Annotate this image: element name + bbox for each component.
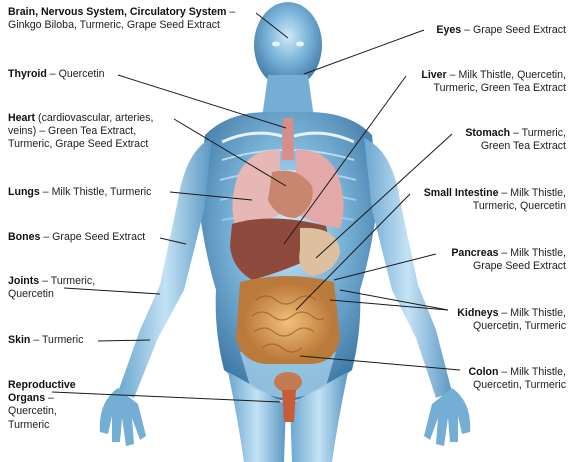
label-thyroid: Thyroid – Quercetin xyxy=(8,68,105,81)
label-stomach: Stomach – Turmeric, Green Tea Extract xyxy=(446,127,566,153)
label-colon: Colon – Milk Thistle, Quercetin, Turmeri… xyxy=(456,366,566,392)
label-small-intestine: Small Intestine – Milk Thistle, Turmeric… xyxy=(406,187,566,213)
label-brain: Brain, Nervous System, Circulatory Syste… xyxy=(8,6,235,32)
label-pancreas: Pancreas – Milk Thistle, Grape Seed Extr… xyxy=(434,247,566,273)
label-eyes: Eyes – Grape Seed Extract xyxy=(436,24,566,37)
label-kidneys: Kidneys – Milk Thistle, Quercetin, Turme… xyxy=(444,307,566,333)
label-skin: Skin – Turmeric xyxy=(8,334,83,347)
reproductive-organ xyxy=(282,390,296,422)
label-lungs: Lungs – Milk Thistle, Turmeric xyxy=(8,186,151,199)
label-bones: Bones – Grape Seed Extract xyxy=(8,231,145,244)
label-joints: Joints – Turmeric, Quercetin xyxy=(8,275,118,301)
bladder xyxy=(274,372,302,392)
label-heart: Heart (cardiovascular, arteries, veins) … xyxy=(8,112,176,152)
label-reproductive: Reproductive Organs – Quercetin, Turmeri… xyxy=(8,379,86,432)
trachea xyxy=(282,118,294,160)
small-intestine xyxy=(244,284,332,360)
leader-eyes xyxy=(304,30,424,74)
label-liver: Liver – Milk Thistle, Quercetin, Turmeri… xyxy=(406,69,566,95)
